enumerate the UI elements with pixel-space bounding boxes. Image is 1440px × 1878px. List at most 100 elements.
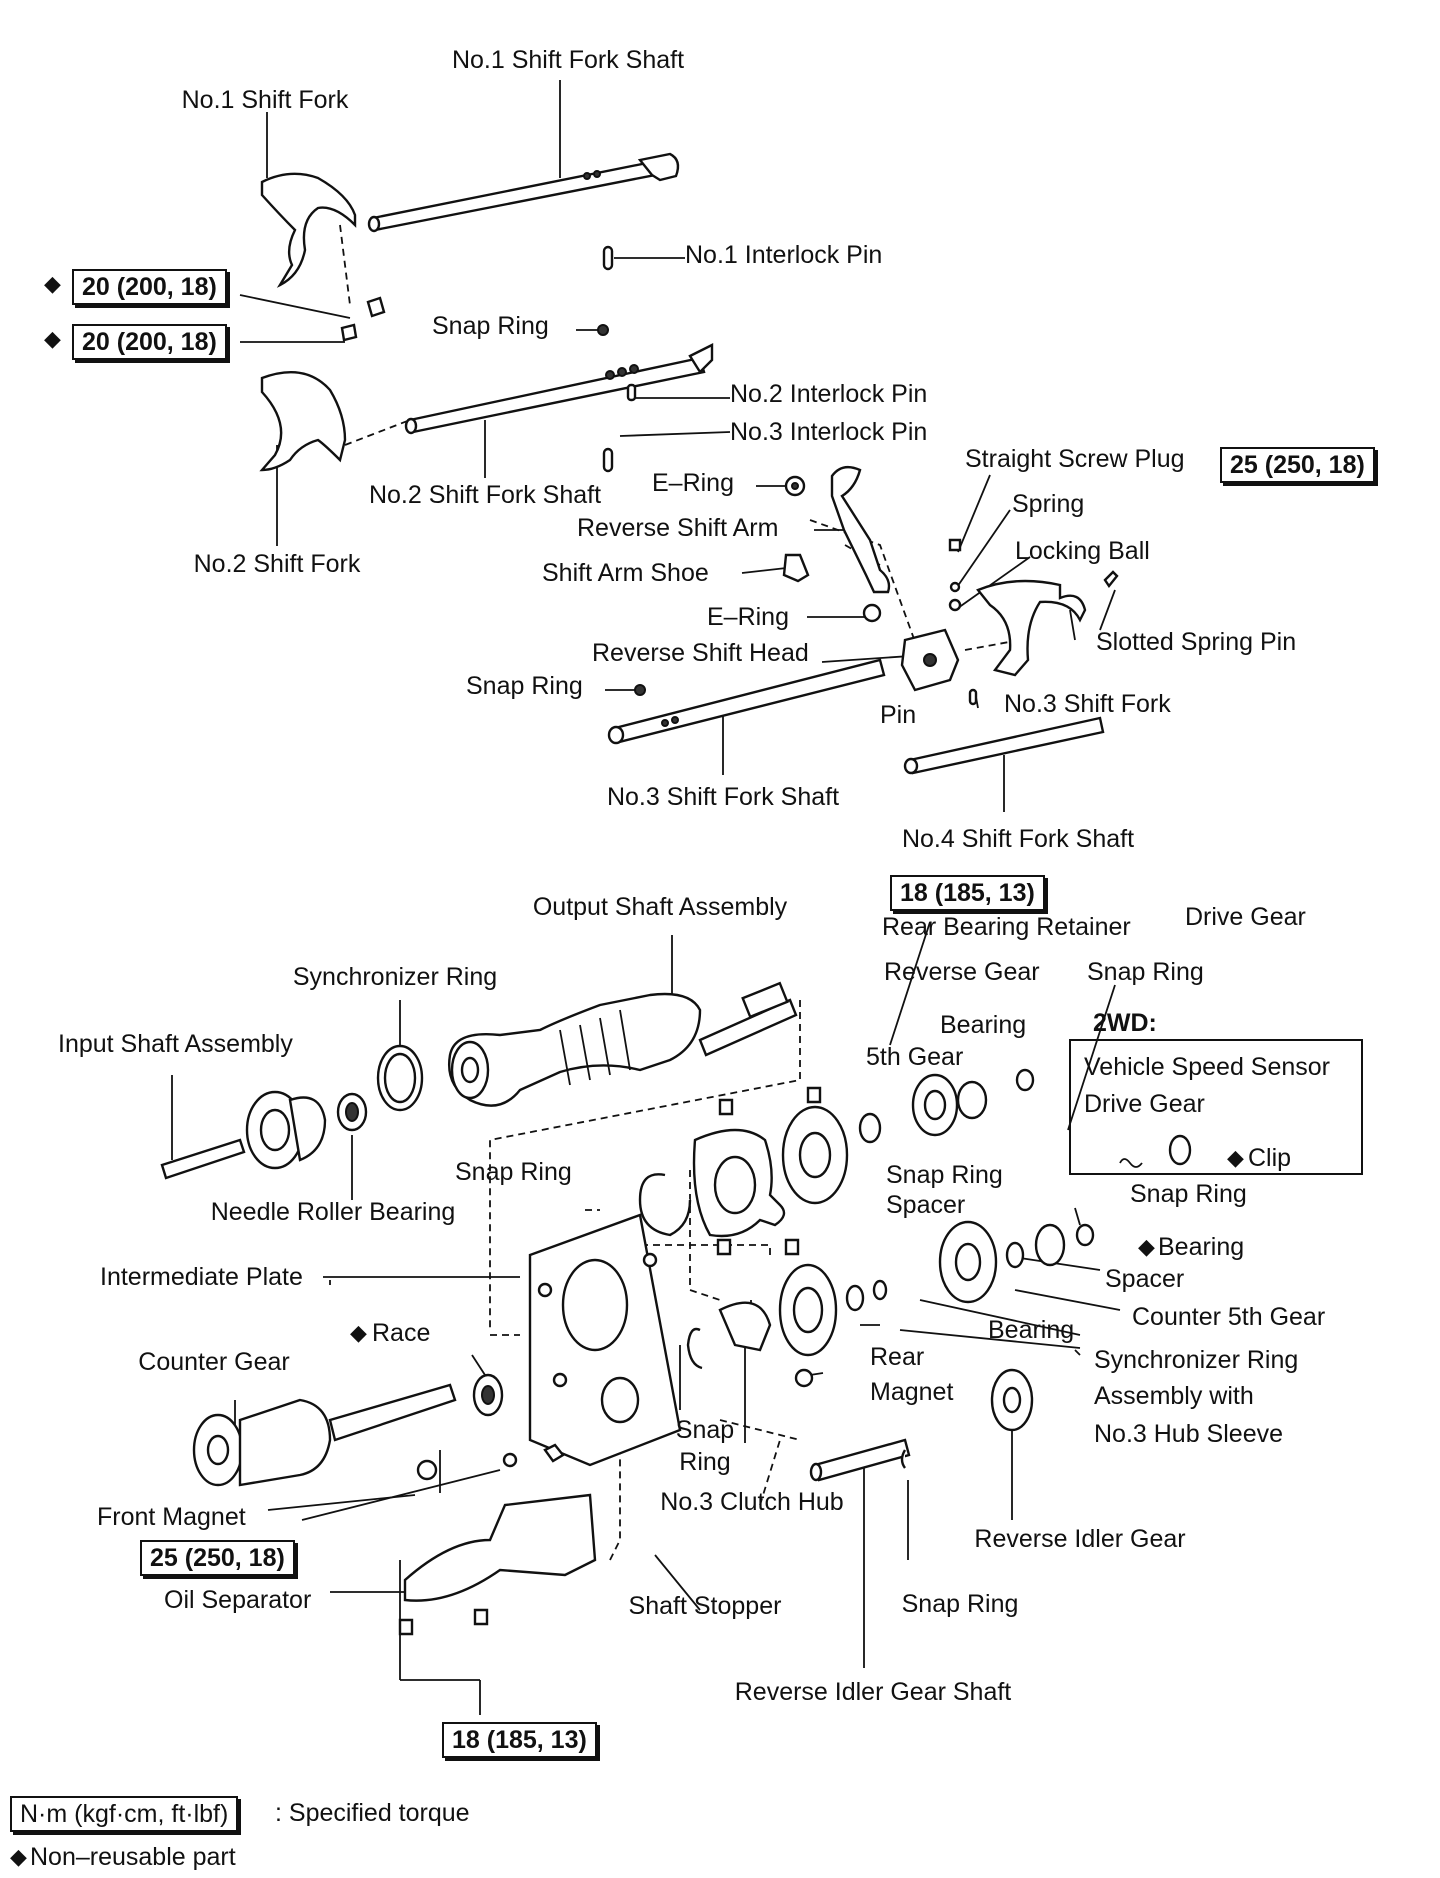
label-snap-ring: Snap Ring [432, 312, 549, 340]
no3-shift-fork-shaft-part [607, 658, 978, 745]
label-reverse-gear: Reverse Gear [884, 958, 1040, 986]
vss-gear-part [1119, 1134, 1192, 1168]
input-shaft-assembly-part [160, 1090, 327, 1180]
label-vss-line1: Vehicle Speed Sensor [1084, 1053, 1331, 1081]
label-locking-ball: Locking Ball [1015, 537, 1150, 565]
race-part [472, 1373, 504, 1417]
shift-arm-shoe-part [782, 553, 882, 623]
oil-separator-part [398, 1493, 597, 1636]
label-oil-separator: Oil Separator [164, 1586, 312, 1614]
counter-gear-part [192, 1383, 457, 1487]
rear-bearing-retainer-part [692, 1086, 822, 1256]
fork-bolts [340, 296, 386, 342]
no3-clutch-hub-part [718, 1301, 772, 1352]
diamond-icon: ◆ [44, 271, 61, 296]
label-e-ring: E–Ring [707, 603, 789, 631]
reverse-idler-gear-shaft-part [809, 1438, 911, 1482]
needle-roller-bearing-part [336, 1092, 368, 1132]
torque-rear-bearing-retainer: 18 (185, 13) [890, 875, 1045, 912]
counter-5th-gear-part [938, 1220, 1095, 1304]
no1-interlock-pin-part [602, 245, 614, 271]
label-input-shaft-assembly: Input Shaft Assembly [58, 1030, 293, 1058]
twowd-box [1069, 1039, 1363, 1175]
label-snap-ring: Snap Ring [886, 1161, 1003, 1189]
label-synchronizer-ring-assembly-3: No.3 Hub Sleeve [1094, 1420, 1284, 1448]
fifth-gear-part [911, 1068, 1035, 1137]
label-no3-clutch-hub: No.3 Clutch Hub [660, 1488, 844, 1516]
legend-torque-unit-box: N·m (kgf·cm, ft·lbf) [10, 1796, 239, 1833]
label-spacer: Spacer [886, 1191, 966, 1219]
label-slotted-spring-pin: Slotted Spring Pin [1096, 628, 1297, 656]
label-no1-shift-fork: No.1 Shift Fork [181, 86, 349, 114]
torque-oil-separator-upper: 25 (250, 18) [140, 1540, 295, 1577]
spring-and-plug [948, 538, 962, 612]
label-no1-interlock-pin: No.1 Interlock Pin [685, 241, 883, 269]
torque-fork2-bolt: 20 (200, 18) [72, 324, 227, 361]
no3-shift-fork-part [976, 570, 1119, 677]
intermediate-plate-part [528, 1213, 682, 1467]
torque-fork1-bolt: 20 (200, 18) [72, 269, 227, 306]
label-spacer: Spacer [1105, 1265, 1185, 1293]
no1-shift-fork-part [260, 172, 357, 288]
snap-ring-mid-part [686, 1327, 703, 1370]
no3-interlock-pin-part [602, 447, 614, 473]
diamond-icon: ◆ [350, 1320, 367, 1345]
diamond-icon: ◆ [1138, 1234, 1155, 1259]
label-shift-arm-shoe: Shift Arm Shoe [542, 559, 709, 587]
diamond-icon: ◆ [1227, 1145, 1244, 1170]
label-pin: Pin [880, 701, 917, 729]
label-output-shaft-assembly: Output Shaft Assembly [532, 893, 788, 921]
label-no2-interlock-pin: No.2 Interlock Pin [730, 380, 928, 408]
diamond-icon: ◆ [10, 1844, 27, 1869]
label-reverse-shift-arm: Reverse Shift Arm [577, 514, 779, 542]
label-no3-shift-fork: No.3 Shift Fork [1004, 690, 1171, 718]
label-drive-gear: Drive Gear [1185, 903, 1306, 931]
label-intermediate-plate: Intermediate Plate [100, 1263, 303, 1291]
label-snap-ring-7a: Snap [675, 1416, 735, 1444]
label-e-ring: E–Ring [652, 469, 734, 497]
label-race: Race [372, 1319, 431, 1347]
label-5th-gear: 5th Gear [866, 1043, 964, 1071]
label-straight-screw-plug: Straight Screw Plug [965, 445, 1185, 473]
label-snap-ring: Snap Ring [455, 1158, 572, 1186]
shaft-stopper-part [543, 1443, 565, 1463]
label-snap-ring: Snap Ring [1087, 958, 1204, 986]
legend-torque-unit-text: : Specified torque [275, 1799, 470, 1827]
label-synchronizer-ring-assembly-1: Synchronizer Ring [1094, 1346, 1299, 1374]
synchronizer-ring-assembly-part [778, 1263, 888, 1357]
label-reverse-idler-gear-shaft: Reverse Idler Gear Shaft [734, 1678, 1012, 1706]
snap-ring-plate-part [638, 1173, 692, 1237]
legend-nonreusable: Non–reusable part [30, 1843, 236, 1871]
label-rear-magnet-1: Rear [870, 1343, 925, 1371]
label-no2-shift-fork: No.2 Shift Fork [193, 550, 361, 578]
label-bearing: Bearing [1158, 1233, 1245, 1261]
label-front-magnet: Front Magnet [97, 1503, 246, 1531]
label-reverse-shift-head: Reverse Shift Head [592, 639, 809, 667]
label-vss-line2: Drive Gear [1084, 1090, 1205, 1118]
front-magnet-part [416, 1452, 518, 1481]
label-no2-shift-fork-shaft: No.2 Shift Fork Shaft [368, 481, 602, 509]
label-needle-roller-bearing: Needle Roller Bearing [210, 1198, 456, 1226]
label-2wd-title: 2WD: [1093, 1009, 1157, 1037]
label-rear-bearing-retainer: Rear Bearing Retainer [882, 913, 1131, 941]
output-shaft-assembly-part [448, 981, 798, 1107]
label-no3-shift-fork-shaft: No.3 Shift Fork Shaft [606, 783, 840, 811]
label-snap-ring: Snap Ring [901, 1590, 1019, 1618]
synchronizer-ring-part [376, 1044, 424, 1112]
label-bearing: Bearing [940, 1011, 1027, 1039]
label-synchronizer-ring-assembly-2: Assembly with [1094, 1382, 1254, 1410]
reverse-shift-head-part [900, 628, 960, 692]
label-no3-interlock-pin: No.3 Interlock Pin [730, 418, 928, 446]
label-synchronizer-ring: Synchronizer Ring [292, 963, 498, 991]
no1-shift-fork-shaft-part [367, 152, 680, 233]
torque-oil-separator-lower: 18 (185, 13) [442, 1722, 597, 1759]
snap-ring-bottom-part [900, 1449, 907, 1469]
label-rear-magnet-2: Magnet [870, 1378, 954, 1406]
label-spring: Spring [1012, 490, 1085, 518]
reverse-gear-part [781, 1105, 882, 1205]
no2-shift-fork-shaft-part [404, 324, 714, 435]
label-counter-5th-gear: Counter 5th Gear [1132, 1303, 1326, 1331]
alignment-lines [339, 224, 1021, 1561]
no2-shift-fork-part [259, 371, 347, 472]
